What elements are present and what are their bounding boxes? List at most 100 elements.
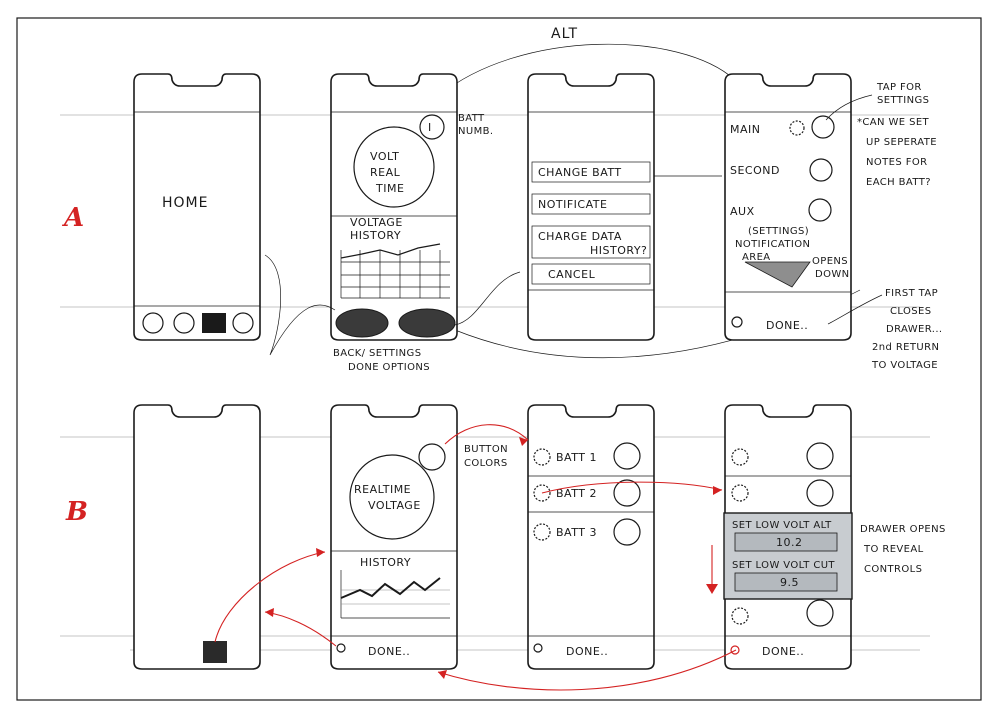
volt-label-3: TIME <box>375 182 404 195</box>
list-main-badge[interactable] <box>811 115 835 139</box>
connector-a2-a3 <box>454 271 521 326</box>
phone-b2-volt: REALTIME VOLTAGE HISTORY DONE.. <box>330 404 458 670</box>
realtime-label-1: REALTIME <box>354 483 411 496</box>
set-low-label: SET LOW VOLT CUT <box>732 560 835 571</box>
settings-area-label-3: AREA <box>742 252 771 263</box>
b4-badge-1[interactable] <box>806 442 834 470</box>
section-label-b: B <box>65 497 88 527</box>
batt-note-1: BATT <box>458 113 485 124</box>
alt-label: ALT <box>551 26 578 42</box>
batt1-gear-icon[interactable] <box>533 448 551 466</box>
batt-number-glyph: I <box>428 121 432 134</box>
tab-button-4[interactable] <box>232 312 254 334</box>
settings-options-button[interactable] <box>398 308 456 338</box>
volt-label-2: REAL <box>370 166 401 179</box>
done-dot-b2[interactable] <box>336 643 346 653</box>
low-value: 9.5 <box>780 576 799 589</box>
section-label-a: A <box>61 203 84 233</box>
high-value: 10.2 <box>776 536 803 549</box>
done-label-a[interactable]: DONE.. <box>766 319 808 332</box>
volt-realtime-circle <box>353 126 435 208</box>
drawer-shape <box>744 261 811 288</box>
button-note-1: BUTTON <box>464 444 508 455</box>
batt-number-button[interactable] <box>419 114 445 140</box>
history-chart-b <box>340 570 450 619</box>
back-done-button[interactable] <box>335 308 389 338</box>
b4-badge-2[interactable] <box>806 479 834 507</box>
drawer-note-1: DRAWER OPENS <box>860 524 946 535</box>
tab-button-1[interactable] <box>142 312 164 334</box>
menu-cancel-label: CANCEL <box>548 268 596 281</box>
back-settings-note-2: DONE OPTIONS <box>348 362 430 373</box>
batt2-gear-icon[interactable] <box>533 484 551 502</box>
batt3-badge[interactable] <box>613 518 641 546</box>
b4-gear-2-icon[interactable] <box>731 484 749 502</box>
alt-arc <box>439 43 736 96</box>
page-border <box>16 17 982 701</box>
separate-note-4: EACH BATT? <box>866 177 931 188</box>
done-dot-b3[interactable] <box>533 643 543 653</box>
batt2-badge[interactable] <box>613 479 641 507</box>
connector-first-tap <box>827 294 883 325</box>
tab-button-active[interactable] <box>202 313 226 333</box>
batt-note-2: NUMB. <box>458 126 493 137</box>
menu-history-label: HISTORY? <box>590 244 647 257</box>
drawer-note-3: CONTROLS <box>864 564 922 575</box>
phone-b3-batts: BATT 1 BATT 2 BATT 3 DONE.. <box>527 404 655 670</box>
history-label-b: HISTORY <box>360 556 411 569</box>
opens-label-1: OPENS <box>812 256 848 267</box>
connector-a1-a2 <box>264 254 336 356</box>
batt1-badge[interactable] <box>613 442 641 470</box>
separate-note-2: UP SEPERATE <box>866 137 937 148</box>
set-high-label: SET LOW VOLT ALT <box>732 520 832 531</box>
realtime-voltage-circle <box>349 454 435 540</box>
list-second-badge[interactable] <box>809 158 833 182</box>
b4-gear-3-icon[interactable] <box>731 607 749 625</box>
menu-change-batt[interactable] <box>531 161 651 183</box>
tab-button-2[interactable] <box>173 312 195 334</box>
history-label-2: HISTORY <box>350 229 401 242</box>
list-main-label: MAIN <box>730 123 761 136</box>
tap-note-1: TAP FOR <box>876 82 922 93</box>
first-tap-note-1: FIRST TAP <box>885 288 938 299</box>
separate-note-3: NOTES FOR <box>866 157 927 168</box>
list-aux-label: AUX <box>730 205 755 218</box>
separate-note-1: *CAN WE SET <box>857 117 930 128</box>
red-flow-arrows <box>214 424 737 691</box>
done-dot-a[interactable] <box>731 316 743 328</box>
high-stepper[interactable] <box>734 532 838 552</box>
first-tap-note-3: DRAWER... <box>886 324 942 335</box>
home-label: HOME <box>162 195 208 211</box>
b4-badge-3[interactable] <box>806 599 834 627</box>
done-label-b3[interactable]: DONE.. <box>566 645 608 658</box>
menu-cancel[interactable] <box>531 263 651 285</box>
home-battery-button[interactable] <box>203 641 227 663</box>
first-tap-note-2: CLOSES <box>890 306 931 317</box>
connector-tap <box>825 94 873 121</box>
done-label-b2[interactable]: DONE.. <box>368 645 410 658</box>
list-main-gear-icon[interactable] <box>789 120 805 136</box>
button-note-2: COLORS <box>464 458 508 469</box>
batt3-gear-icon[interactable] <box>533 523 551 541</box>
drawer-note-2: TO REVEAL <box>863 544 924 555</box>
menu-notificate[interactable] <box>531 193 651 215</box>
phone-a4-list: MAIN SECOND AUX (SETTINGS) NOTIFICATION … <box>724 73 852 341</box>
volt-label-1: VOLT <box>370 150 399 163</box>
menu-charge-data[interactable] <box>531 225 651 259</box>
list-aux-badge[interactable] <box>808 198 832 222</box>
opens-label-2: DOWN <box>815 269 850 280</box>
menu-charge-data-label: CHARGE DATA <box>538 230 622 243</box>
button-colors-sample[interactable] <box>418 443 446 471</box>
done-label-b4[interactable]: DONE.. <box>762 645 804 658</box>
back-settings-note-1: BACK/ SETTINGS <box>333 348 421 359</box>
first-tap-note-5: TO VOLTAGE <box>871 360 938 371</box>
settings-area-label-2: NOTIFICATION <box>735 239 810 250</box>
b4-gear-1-icon[interactable] <box>731 448 749 466</box>
menu-notificate-label: NOTIFICATE <box>538 198 607 211</box>
done-dot-b4[interactable] <box>730 645 740 655</box>
list-second-label: SECOND <box>730 164 780 177</box>
phone-b1-home <box>133 404 261 670</box>
low-stepper[interactable] <box>734 572 838 592</box>
phone-a2-volt: I VOLT REAL TIME VOLTAGE HISTORY <box>330 73 458 341</box>
